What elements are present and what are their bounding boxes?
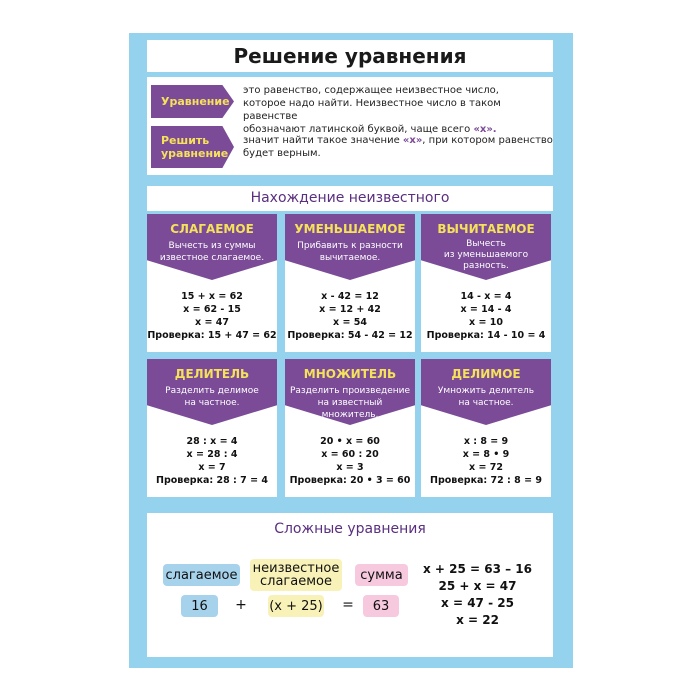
complex-solution-steps: x + 25 = 63 – 16 25 + x = 47 x = 47 - 25… [420, 561, 535, 629]
solution-line: 15 + x = 62 [181, 291, 243, 302]
definition-equation-text: это равенство, содержащее неизвестное чи… [243, 84, 553, 136]
solution-line: x = 72 [469, 462, 503, 473]
plus-sign: + [235, 597, 247, 613]
solution-line: x - 42 = 12 [321, 291, 379, 302]
definition-equation-line-text: обозначают латинской буквой, чаще всего [243, 124, 474, 135]
solution-step: x = 47 - 25 [441, 596, 514, 610]
solution-line: 14 - x = 4 [460, 291, 512, 302]
value-addend: 16 [181, 595, 218, 617]
solution-line: x : 8 = 9 [463, 436, 509, 447]
card-solution: x : 8 = 9 x = 8 • 9 x = 72 Проверка: 72 … [421, 435, 551, 487]
card-name: МНОЖИТЕЛЬ [303, 367, 397, 381]
solution-step: x + 25 = 63 – 16 [422, 562, 532, 576]
definition-solve-line2: будет верным. [243, 148, 321, 159]
solution-line: x = 62 - 15 [183, 304, 241, 315]
value-sum: 63 [363, 595, 399, 617]
solution-line: x = 3 [336, 462, 364, 473]
solution-check: Проверка: 72 : 8 = 9 [430, 475, 542, 486]
tag-equation: Уравнение [151, 85, 234, 118]
definition-equation-line: это равенство, содержащее неизвестное чи… [243, 85, 499, 96]
definition-solve-text: значит найти такое значение «x», при кот… [243, 134, 553, 160]
value-unknown-addend: (x + 25) [268, 595, 324, 617]
label-addend: слагаемое [163, 564, 240, 586]
card-name: ДЕЛИМОЕ [451, 367, 521, 381]
solution-line: x = 14 - 4 [460, 304, 512, 315]
solution-line: x = 7 [198, 462, 226, 473]
label-sum: сумма [355, 564, 408, 586]
solution-check: Проверка: 20 • 3 = 60 [289, 475, 411, 486]
tag-solve-line1: Решить [161, 134, 210, 147]
card-solution: x - 42 = 12 x = 12 + 42 x = 54 Проверка:… [285, 290, 415, 342]
definition-equation-highlight: «x». [473, 124, 497, 135]
solution-line: 28 : x = 4 [186, 436, 238, 447]
solution-check: Проверка: 15 + 47 = 62 [147, 330, 277, 341]
card-name: СЛАГАЕМОЕ [170, 222, 254, 236]
solution-step: x = 22 [456, 613, 499, 627]
solution-line: x = 12 + 42 [319, 304, 381, 315]
definition-solve-before: значит найти такое значение [243, 135, 403, 146]
equals-sign: = [342, 597, 354, 613]
definition-equation-line: обозначают латинской буквой, чаще всего … [243, 123, 553, 136]
section-title-finding-unknown: Нахождение неизвестного [147, 186, 553, 211]
solution-line: x = 54 [333, 317, 367, 328]
definition-solve-highlight: «x» [402, 135, 423, 146]
solution-line: x = 8 • 9 [462, 449, 510, 460]
card-name: ДЕЛИТЕЛЬ [174, 367, 250, 381]
solution-line: x = 10 [469, 317, 503, 328]
definition-solve-line: значит найти такое значение «x», при кот… [243, 134, 553, 147]
solution-line: x = 47 [195, 317, 229, 328]
tag-equation-label: Уравнение [161, 95, 230, 108]
tag-solve-line2: уравнение [161, 147, 229, 160]
definition-solve-after: , при котором равенство [422, 135, 553, 146]
card-solution: 20 • x = 60 x = 60 : 20 x = 3 Проверка: … [285, 435, 415, 487]
solution-check: Проверка: 28 : 7 = 4 [156, 475, 268, 486]
card-name: УМЕНЬШАЕМОЕ [294, 222, 406, 236]
solution-line: 20 • x = 60 [320, 436, 380, 447]
card-solution: 15 + x = 62 x = 62 - 15 x = 47 Проверка:… [147, 290, 277, 342]
label-unknown-addend: неизвестное слагаемое [250, 559, 342, 591]
solution-check: Проверка: 54 - 42 = 12 [287, 330, 413, 341]
card-name: ВЫЧИТАЕМОЕ [437, 222, 535, 236]
card-solution: 14 - x = 4 x = 14 - 4 x = 10 Проверка: 1… [421, 290, 551, 342]
complex-equations-title: Сложные уравнения [274, 521, 426, 537]
definition-equation-line: которое надо найти. Неизвестное число в … [243, 98, 501, 122]
page-title: Решение уравнения [147, 40, 553, 72]
label-unknown-line1: неизвестное [252, 561, 340, 576]
solution-check: Проверка: 14 - 10 = 4 [426, 330, 546, 341]
solution-line: x = 28 : 4 [186, 449, 238, 460]
solution-line: x = 60 : 20 [321, 449, 379, 460]
label-unknown-line2: слагаемое [260, 574, 332, 589]
card-solution: 28 : x = 4 x = 28 : 4 x = 7 Проверка: 28… [147, 435, 277, 487]
solution-step: 25 + x = 47 [438, 579, 517, 593]
